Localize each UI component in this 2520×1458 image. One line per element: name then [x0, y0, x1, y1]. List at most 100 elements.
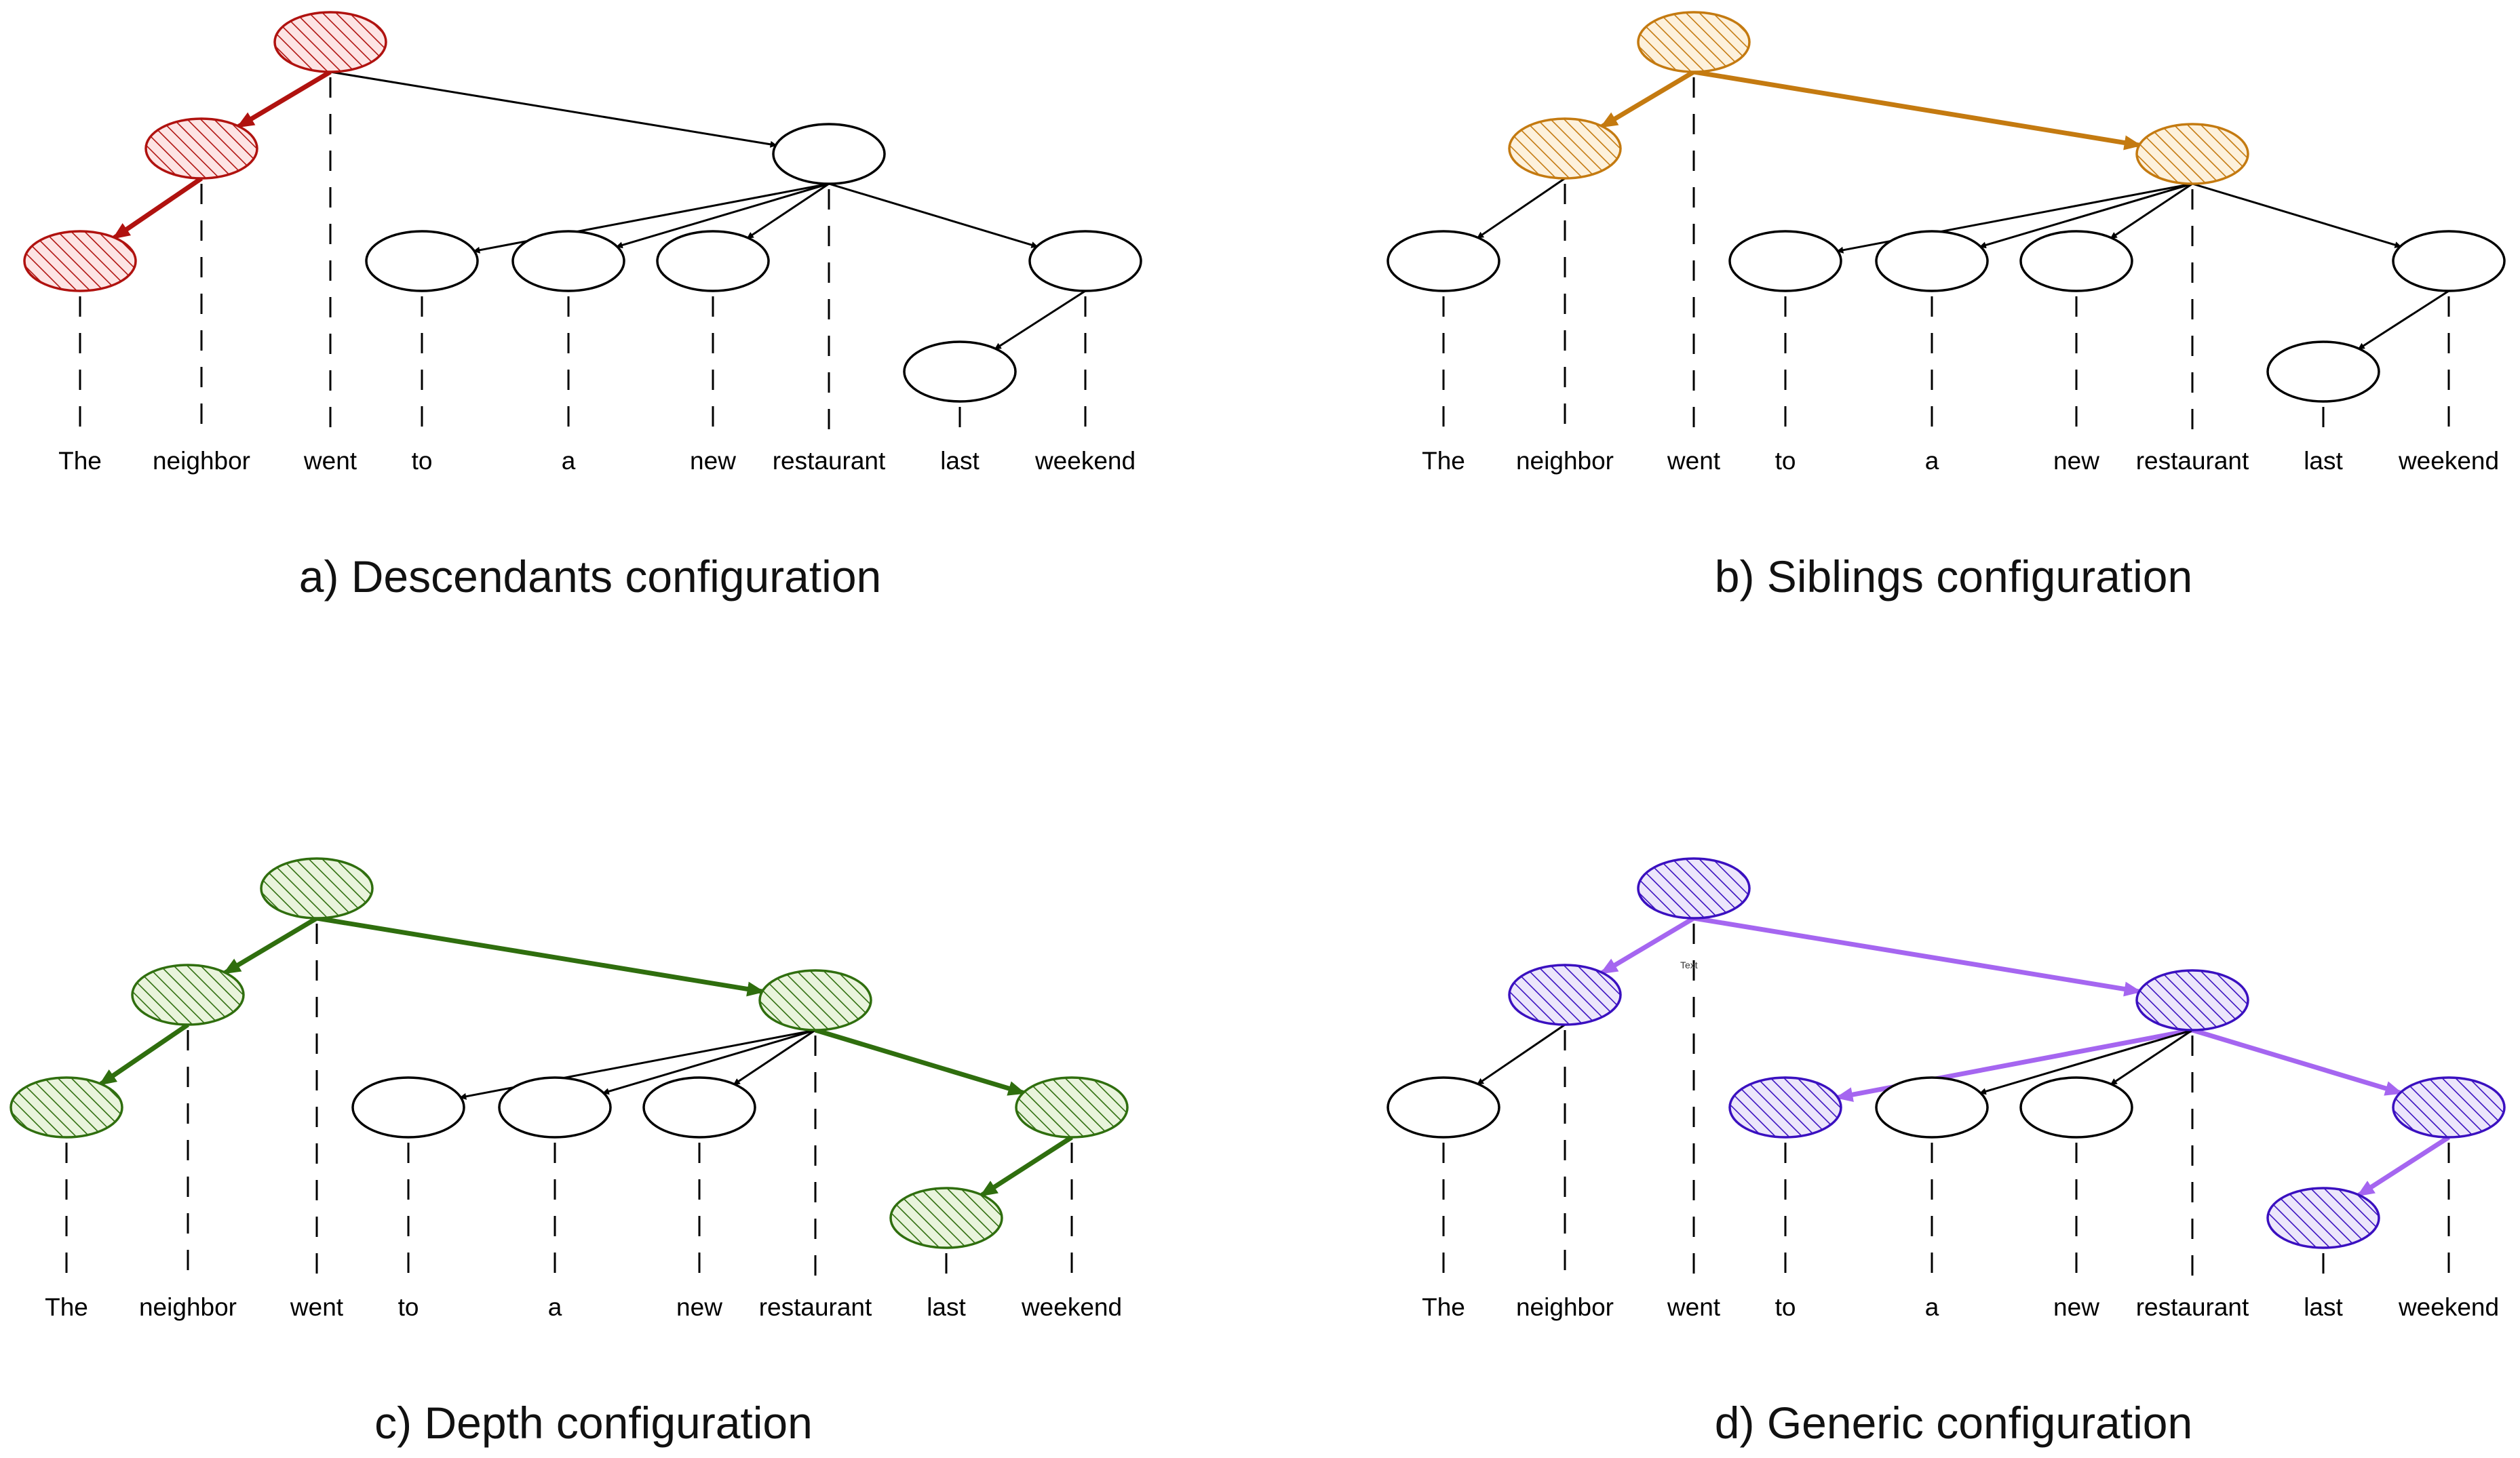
node-new: [2019, 230, 2133, 292]
word-a: a: [1925, 1293, 1939, 1321]
edge-restaurant-to-new: [733, 1029, 816, 1085]
word-restaurant: restaurant: [2136, 447, 2249, 475]
word-the: The: [58, 447, 102, 475]
edge-root-to-neighbor: [236, 69, 332, 129]
edge-restaurant-to-new: [2110, 182, 2193, 239]
word-to: to: [1775, 1293, 1796, 1321]
word-weekend: weekend: [2398, 1293, 2499, 1321]
word-last: last: [2304, 447, 2343, 475]
word-went: went: [1667, 1293, 1721, 1321]
word-weekend: weekend: [2398, 447, 2499, 475]
edge-weekend-to-last: [2357, 1135, 2450, 1198]
edge-weekend-to-last: [994, 290, 1086, 350]
panel-depth: The neighbor went to a new restaurant last weeke…: [9, 857, 1129, 1448]
word-neighbor: neighbor: [1516, 447, 1614, 475]
word-went: went: [1667, 447, 1721, 475]
edge-restaurant-to-a: [1979, 182, 2193, 249]
edge-root-to-restaurant: [1693, 69, 2142, 151]
node-the: [23, 230, 137, 292]
edge-root-to-restaurant: [316, 915, 765, 997]
node-to: [351, 1076, 465, 1139]
word-a: a: [548, 1293, 562, 1321]
caption-descendants: a) Descendants configuration: [299, 551, 882, 602]
edge-restaurant-to-weekend: [828, 182, 1039, 248]
edge-restaurant-to-weekend: [814, 1027, 1026, 1096]
node-a: [511, 230, 625, 292]
node-weekend: [2392, 1076, 2506, 1139]
word-last: last: [2304, 1293, 2343, 1321]
node-restaurant: [772, 123, 886, 185]
node-last: [889, 1187, 1003, 1249]
edge-neighbor-to-the: [1477, 177, 1566, 239]
word-went: went: [303, 447, 357, 475]
word-to: to: [412, 447, 433, 475]
word-went: went: [290, 1293, 344, 1321]
word-neighbor: neighbor: [1516, 1293, 1614, 1321]
node-a: [1875, 1076, 1989, 1139]
edge-neighbor-to-the: [1477, 1023, 1566, 1085]
word-restaurant: restaurant: [773, 447, 886, 475]
edge-neighbor-to-the: [98, 1023, 189, 1086]
node-neighbor: [144, 117, 258, 180]
word-restaurant: restaurant: [759, 1293, 872, 1321]
node-restaurant: [2135, 969, 2249, 1031]
caption-generic: d) Generic configuration: [1715, 1398, 2192, 1448]
node-last: [2266, 340, 2380, 403]
node-to: [1728, 230, 1842, 292]
edge-restaurant-to-a: [602, 1029, 816, 1095]
node-the: [1387, 1076, 1500, 1139]
word-to: to: [398, 1293, 419, 1321]
edge-restaurant-to-new: [746, 182, 830, 239]
word-to: to: [1775, 447, 1796, 475]
edge-root-to-neighbor: [222, 915, 318, 975]
edge-restaurant-to-new: [2110, 1029, 2193, 1085]
word-neighbor: neighbor: [153, 447, 250, 475]
edge-root-to-restaurant: [1693, 915, 2142, 997]
node-root: [260, 857, 374, 920]
edge-weekend-to-last: [2357, 290, 2449, 350]
word-last: last: [927, 1293, 966, 1321]
node-to: [1728, 1076, 1842, 1139]
word-weekend: weekend: [1021, 1293, 1122, 1321]
node-weekend: [2392, 230, 2506, 292]
edge-restaurant-to-a: [615, 182, 830, 249]
word-restaurant: restaurant: [2136, 1293, 2249, 1321]
word-the: The: [45, 1293, 88, 1321]
panel-siblings: The neighbor went to a new restaurant last weeke…: [1387, 11, 2506, 602]
edge-root-to-neighbor: [1600, 69, 1695, 129]
caption-siblings: b) Siblings configuration: [1715, 551, 2192, 602]
edge-root-to-restaurant: [330, 71, 777, 148]
node-last: [903, 340, 1017, 403]
node-neighbor: [1508, 117, 1622, 180]
caption-depth: c) Depth configuration: [374, 1398, 813, 1448]
word-a: a: [1925, 447, 1939, 475]
node-last: [2266, 1187, 2380, 1249]
word-last: last: [940, 447, 980, 475]
node-the: [1387, 230, 1500, 292]
edge-restaurant-to-a: [1979, 1029, 2193, 1095]
node-weekend: [1028, 230, 1142, 292]
word-the: The: [1422, 447, 1465, 475]
edge-restaurant-to-weekend: [2191, 1027, 2403, 1096]
node-to: [365, 230, 479, 292]
node-a: [498, 1076, 612, 1139]
node-the: [9, 1076, 123, 1139]
word-neighbor: neighbor: [139, 1293, 237, 1321]
word-new: new: [676, 1293, 722, 1321]
stray-text-label: Text: [1680, 960, 1698, 970]
node-neighbor: [1508, 964, 1622, 1026]
node-a: [1875, 230, 1989, 292]
node-root: [273, 11, 387, 73]
edge-weekend-to-last: [980, 1135, 1073, 1198]
edge-root-to-neighbor: [1600, 915, 1695, 975]
word-the: The: [1422, 1293, 1465, 1321]
node-root: [1637, 857, 1751, 920]
edge-neighbor-to-the: [112, 176, 203, 240]
node-new: [2019, 1076, 2133, 1139]
node-new: [642, 1076, 756, 1139]
word-new: new: [2053, 447, 2099, 475]
word-new: new: [690, 447, 736, 475]
